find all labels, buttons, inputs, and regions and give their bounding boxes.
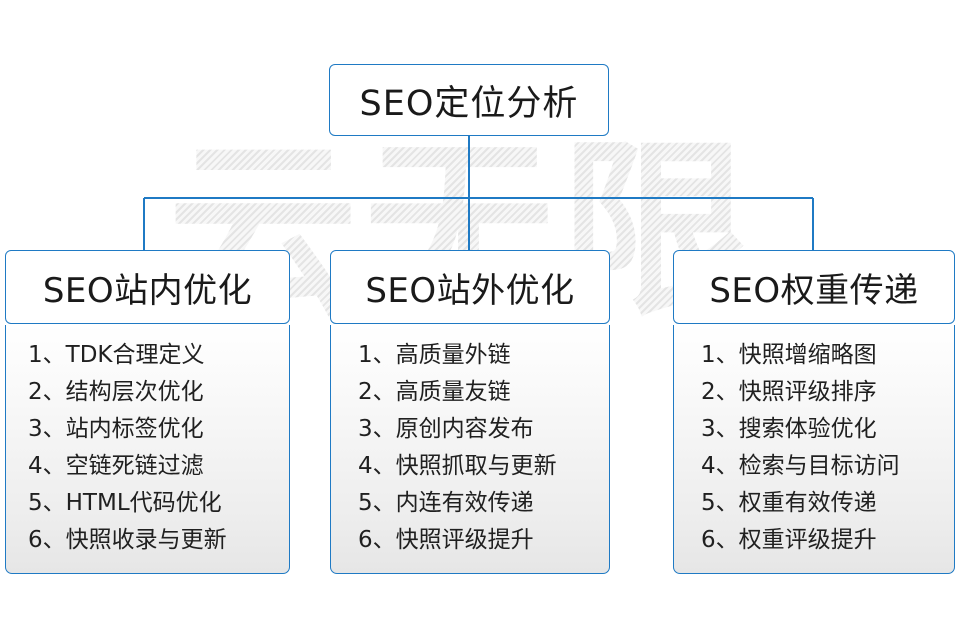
item-label: 结构层次优化 bbox=[65, 379, 204, 405]
item-number: 2、 bbox=[28, 379, 66, 405]
branch-title-0: SEO站内优化 bbox=[42, 270, 253, 311]
list-item[interactable]: 4、快照抓取与更新 bbox=[358, 448, 609, 485]
item-label: 快照评级提升 bbox=[395, 527, 534, 553]
item-number: 4、 bbox=[701, 453, 739, 479]
item-number: 2、 bbox=[701, 379, 739, 405]
list-item[interactable]: 1、快照增缩略图 bbox=[701, 337, 954, 374]
list-item[interactable]: 1、高质量外链 bbox=[358, 337, 609, 374]
item-number: 6、 bbox=[28, 527, 66, 553]
item-label: TDK合理定义 bbox=[65, 342, 205, 368]
item-label: 快照评级排序 bbox=[738, 379, 877, 405]
item-list-2: 1、快照增缩略图 2、快照评级排序 3、搜索体验优化 4、检索与目标访问 5、权… bbox=[674, 337, 954, 559]
root-node-title: SEO定位分析 bbox=[359, 83, 579, 124]
item-number: 3、 bbox=[701, 416, 739, 442]
item-number: 5、 bbox=[28, 490, 66, 516]
item-label: 空链死链过滤 bbox=[65, 453, 204, 479]
item-label: 内连有效传递 bbox=[395, 490, 534, 516]
item-label: HTML代码优化 bbox=[65, 490, 222, 516]
item-label: 权重有效传递 bbox=[738, 490, 877, 516]
branch-header-2[interactable]: SEO权重传递 bbox=[673, 250, 955, 324]
branch-body-0: 1、TDK合理定义 2、结构层次优化 3、站内标签优化 4、空链死链过滤 5、H… bbox=[5, 325, 290, 574]
item-number: 5、 bbox=[358, 490, 396, 516]
item-label: 权重评级提升 bbox=[738, 527, 877, 553]
item-number: 6、 bbox=[358, 527, 396, 553]
branch-body-1: 1、高质量外链 2、高质量友链 3、原创内容发布 4、快照抓取与更新 5、内连有… bbox=[330, 325, 610, 574]
list-item[interactable]: 4、空链死链过滤 bbox=[28, 448, 289, 485]
item-number: 4、 bbox=[28, 453, 66, 479]
item-label: 检索与目标访问 bbox=[738, 453, 900, 479]
list-item[interactable]: 2、高质量友链 bbox=[358, 374, 609, 411]
branch-seo-onsite: SEO站内优化 1、TDK合理定义 2、结构层次优化 3、站内标签优化 4、空链… bbox=[5, 250, 290, 574]
item-number: 6、 bbox=[701, 527, 739, 553]
item-list-1: 1、高质量外链 2、高质量友链 3、原创内容发布 4、快照抓取与更新 5、内连有… bbox=[331, 337, 609, 559]
item-label: 快照增缩略图 bbox=[738, 342, 877, 368]
item-number: 3、 bbox=[28, 416, 66, 442]
branch-seo-offsite: SEO站外优化 1、高质量外链 2、高质量友链 3、原创内容发布 4、快照抓取与… bbox=[330, 250, 610, 574]
item-number: 3、 bbox=[358, 416, 396, 442]
item-label: 搜索体验优化 bbox=[738, 416, 877, 442]
list-item[interactable]: 1、TDK合理定义 bbox=[28, 337, 289, 374]
list-item[interactable]: 5、权重有效传递 bbox=[701, 485, 954, 522]
branch-title-2: SEO权重传递 bbox=[709, 270, 919, 311]
list-item[interactable]: 3、站内标签优化 bbox=[28, 411, 289, 448]
item-list-0: 1、TDK合理定义 2、结构层次优化 3、站内标签优化 4、空链死链过滤 5、H… bbox=[6, 337, 289, 559]
list-item[interactable]: 6、权重评级提升 bbox=[701, 522, 954, 559]
item-label: 高质量友链 bbox=[395, 379, 511, 405]
list-item[interactable]: 3、原创内容发布 bbox=[358, 411, 609, 448]
item-label: 高质量外链 bbox=[395, 342, 511, 368]
list-item[interactable]: 5、HTML代码优化 bbox=[28, 485, 289, 522]
item-number: 4、 bbox=[358, 453, 396, 479]
item-number: 1、 bbox=[28, 342, 66, 368]
list-item[interactable]: 5、内连有效传递 bbox=[358, 485, 609, 522]
list-item[interactable]: 2、结构层次优化 bbox=[28, 374, 289, 411]
list-item[interactable]: 3、搜索体验优化 bbox=[701, 411, 954, 448]
item-label: 原创内容发布 bbox=[395, 416, 534, 442]
item-number: 1、 bbox=[358, 342, 396, 368]
item-number: 2、 bbox=[358, 379, 396, 405]
item-number: 5、 bbox=[701, 490, 739, 516]
list-item[interactable]: 2、快照评级排序 bbox=[701, 374, 954, 411]
branch-title-1: SEO站外优化 bbox=[365, 270, 575, 311]
list-item[interactable]: 6、快照评级提升 bbox=[358, 522, 609, 559]
branch-header-0[interactable]: SEO站内优化 bbox=[5, 250, 290, 324]
branch-header-1[interactable]: SEO站外优化 bbox=[330, 250, 610, 324]
root-node[interactable]: SEO定位分析 bbox=[329, 64, 609, 136]
list-item[interactable]: 6、快照收录与更新 bbox=[28, 522, 289, 559]
list-item[interactable]: 4、检索与目标访问 bbox=[701, 448, 954, 485]
item-label: 快照抓取与更新 bbox=[395, 453, 557, 479]
branch-seo-weight-transfer: SEO权重传递 1、快照增缩略图 2、快照评级排序 3、搜索体验优化 4、检索与… bbox=[673, 250, 955, 574]
item-label: 站内标签优化 bbox=[65, 416, 204, 442]
item-number: 1、 bbox=[701, 342, 739, 368]
item-label: 快照收录与更新 bbox=[65, 527, 227, 553]
branch-body-2: 1、快照增缩略图 2、快照评级排序 3、搜索体验优化 4、检索与目标访问 5、权… bbox=[673, 325, 955, 574]
